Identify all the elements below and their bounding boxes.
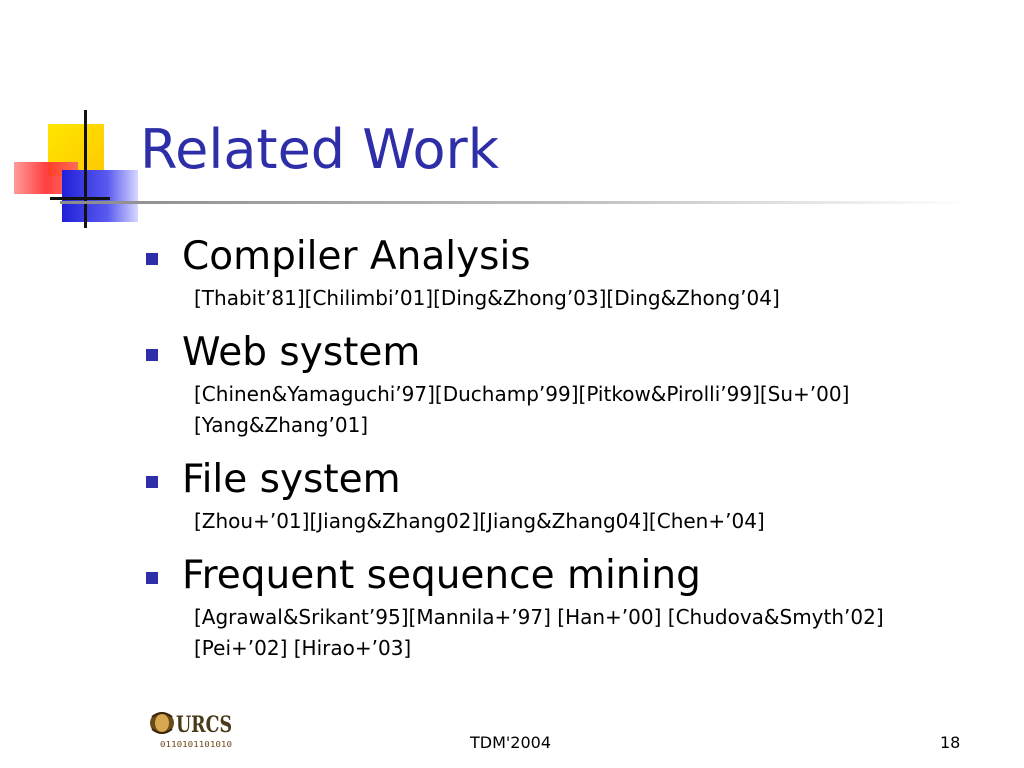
reference-list: [Thabit’81][Chilimbi’01][Ding&Zhong’03][… (182, 283, 1006, 314)
bullet-list: Compiler Analysis [Thabit’81][Chilimbi’0… (146, 232, 1006, 678)
urcs-logo: URCS 0110101101010 (150, 712, 232, 749)
reference-line: [Thabit’81][Chilimbi’01][Ding&Zhong’03][… (194, 286, 780, 310)
bullet-square-icon (146, 253, 158, 265)
list-item: Frequent sequence mining [Agrawal&Srikan… (146, 551, 1006, 664)
bullet-heading: Frequent sequence mining (182, 553, 701, 598)
slide-number: 18 (940, 733, 961, 752)
title-underline (60, 201, 970, 204)
reference-line: [Yang&Zhang’01] (194, 413, 369, 437)
reference-line: [Zhou+’01][Jiang&Zhang02][Jiang&Zhang04]… (194, 509, 765, 533)
reference-line: [Pei+’02] [Hirao+’03] (194, 636, 412, 660)
slide-title: Related Work (140, 118, 499, 181)
reference-list: [Chinen&Yamaguchi’97][Duchamp’99][Pitkow… (182, 379, 1006, 441)
logo-binary: 0110101101010 (160, 740, 232, 749)
reference-list: [Zhou+’01][Jiang&Zhang02][Jiang&Zhang04]… (182, 506, 1006, 537)
reference-line: [Chinen&Yamaguchi’97][Duchamp’99][Pitkow… (194, 382, 850, 406)
corner-decoration (14, 110, 138, 228)
footer-text: TDM'2004 (470, 733, 552, 752)
reference-list: [Agrawal&Srikant’95][Mannila+’97] [Han+’… (182, 602, 1006, 664)
list-item: File system [Zhou+’01][Jiang&Zhang02][Ji… (146, 455, 1006, 537)
bullet-heading: Compiler Analysis (182, 234, 531, 279)
logo-text: URCS (176, 712, 232, 738)
bullet-heading: Web system (182, 330, 421, 375)
list-item: Compiler Analysis [Thabit’81][Chilimbi’0… (146, 232, 1006, 314)
list-item: Web system [Chinen&Yamaguchi’97][Duchamp… (146, 328, 1006, 441)
bullet-square-icon (146, 476, 158, 488)
reference-line: [Agrawal&Srikant’95][Mannila+’97] [Han+’… (194, 605, 884, 629)
bullet-square-icon (146, 572, 158, 584)
bullet-square-icon (146, 349, 158, 361)
bullet-heading: File system (182, 457, 401, 502)
